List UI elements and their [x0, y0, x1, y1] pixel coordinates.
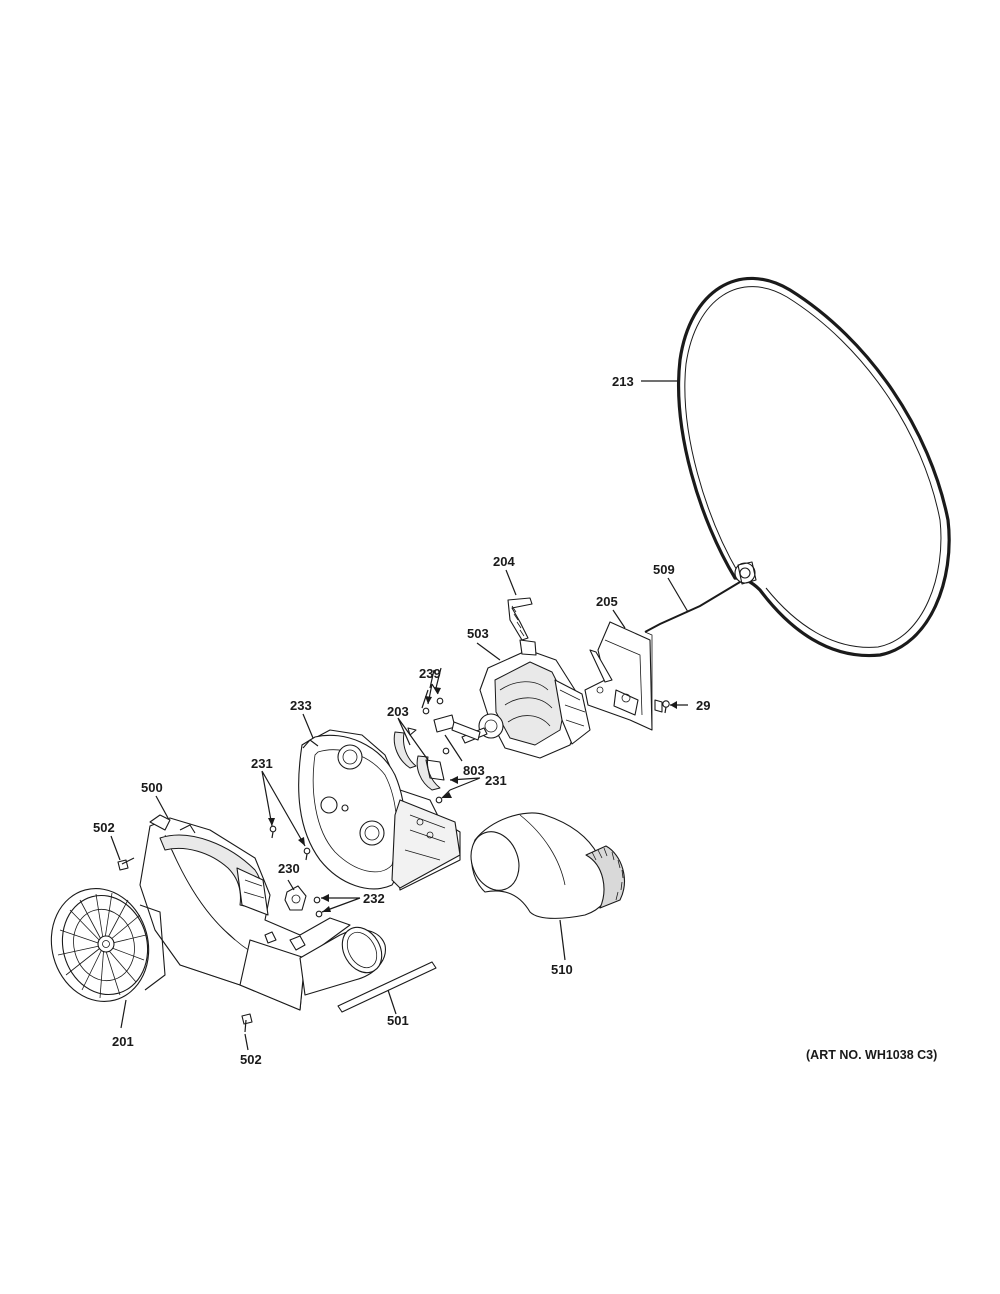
screw-502-bottom [241, 1013, 253, 1033]
screw-29 [662, 700, 670, 714]
callout-230: 230 [278, 861, 300, 876]
callout-502-top: 502 [93, 820, 115, 835]
idler-pulley-509 [644, 561, 757, 633]
seal-strip-501 [337, 961, 437, 1013]
callout-231-right: 231 [485, 773, 507, 788]
callout-204: 204 [493, 554, 515, 569]
callout-29: 29 [696, 698, 710, 713]
callout-231-left: 231 [251, 756, 273, 771]
exhaust-duct-510 [470, 812, 625, 919]
callout-503: 503 [467, 626, 489, 641]
drive-belt-213 [677, 276, 951, 658]
motor-clip-204 [507, 597, 533, 641]
screws-232 [313, 896, 323, 918]
fan-clip-230 [284, 885, 307, 911]
screw-502-top [117, 857, 135, 871]
callout-232: 232 [363, 891, 385, 906]
drive-motor-503 [461, 639, 591, 759]
leader-lines [110, 380, 689, 1051]
callout-labels: 213 204 509 205 503 239 29 233 203 803 2… [93, 374, 710, 1067]
callout-500: 500 [141, 780, 163, 795]
motor-clamps-203 [393, 727, 450, 804]
callout-502-bottom: 502 [240, 1052, 262, 1067]
art-number: (ART NO. WH1038 C3) [806, 1048, 937, 1062]
blower-housing-500 [139, 814, 386, 1011]
callout-803: 803 [463, 763, 485, 778]
callout-203: 203 [387, 704, 409, 719]
blower-wheel-201 [50, 888, 166, 1002]
callout-510: 510 [551, 962, 573, 977]
callout-213: 213 [612, 374, 634, 389]
callout-233: 233 [290, 698, 312, 713]
callout-201: 201 [112, 1034, 134, 1049]
callout-205: 205 [596, 594, 618, 609]
callout-509: 509 [653, 562, 675, 577]
callout-239: 239 [419, 666, 441, 681]
arrowheads [268, 687, 677, 912]
shaft-pin-803 [433, 714, 481, 741]
screws-239 [421, 667, 444, 715]
motor-bracket-205 [584, 621, 663, 731]
screws-231-left [269, 825, 311, 861]
callout-501: 501 [387, 1013, 409, 1028]
blower-housing-plate-233 [298, 729, 461, 891]
